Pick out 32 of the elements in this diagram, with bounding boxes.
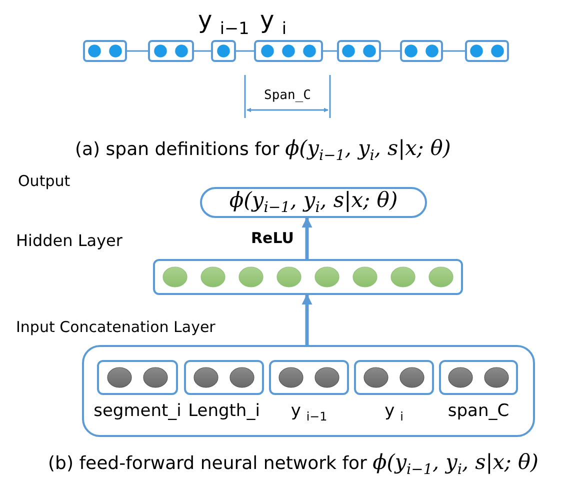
token-box [400,40,443,62]
connector-line [323,50,337,52]
output-box [200,187,427,218]
layer-label: Input Concatenation Layer [16,318,216,336]
feature-label: y $_{i}$ [384,401,404,424]
token-box [465,40,509,62]
feature-label: span_C [448,401,510,421]
arrow [302,216,312,259]
connector-line [127,50,148,52]
hidden-layer-box [153,259,463,295]
dimension-label: Span_C [264,88,311,103]
layer-label: Hidden Layer [16,231,122,250]
token-box [254,40,323,62]
connector-line [443,50,465,52]
connector-line [194,50,211,52]
feature-label: Length_i [188,401,260,421]
token-box [211,40,236,62]
arrow [302,294,312,345]
token-box [148,40,194,62]
caption: (b) feed-forward neural network for ϕ(y$_{i−1}$, y$_{i}$, s|x; θ) [48,450,538,478]
feature-label: segment_i [94,401,182,421]
caption: (a) span definitions for ϕ(y$_{i−1}$, y$_{i}$, s|x; θ) [75,136,451,164]
token-box [83,40,127,62]
variable-label: y $_{i−1}$ [198,6,250,38]
variable-label: y $_{i}$ [260,6,287,38]
connector-line [236,50,254,52]
input-layer-box [82,345,535,437]
connector-line [381,50,400,52]
token-box [337,40,381,62]
layer-label: Output [18,172,70,190]
feature-label: y $_{i−1}$ [290,401,328,424]
formula-text: ϕ(y$_{i−1}$, y$_{i}$, s|x; θ) [229,188,398,217]
